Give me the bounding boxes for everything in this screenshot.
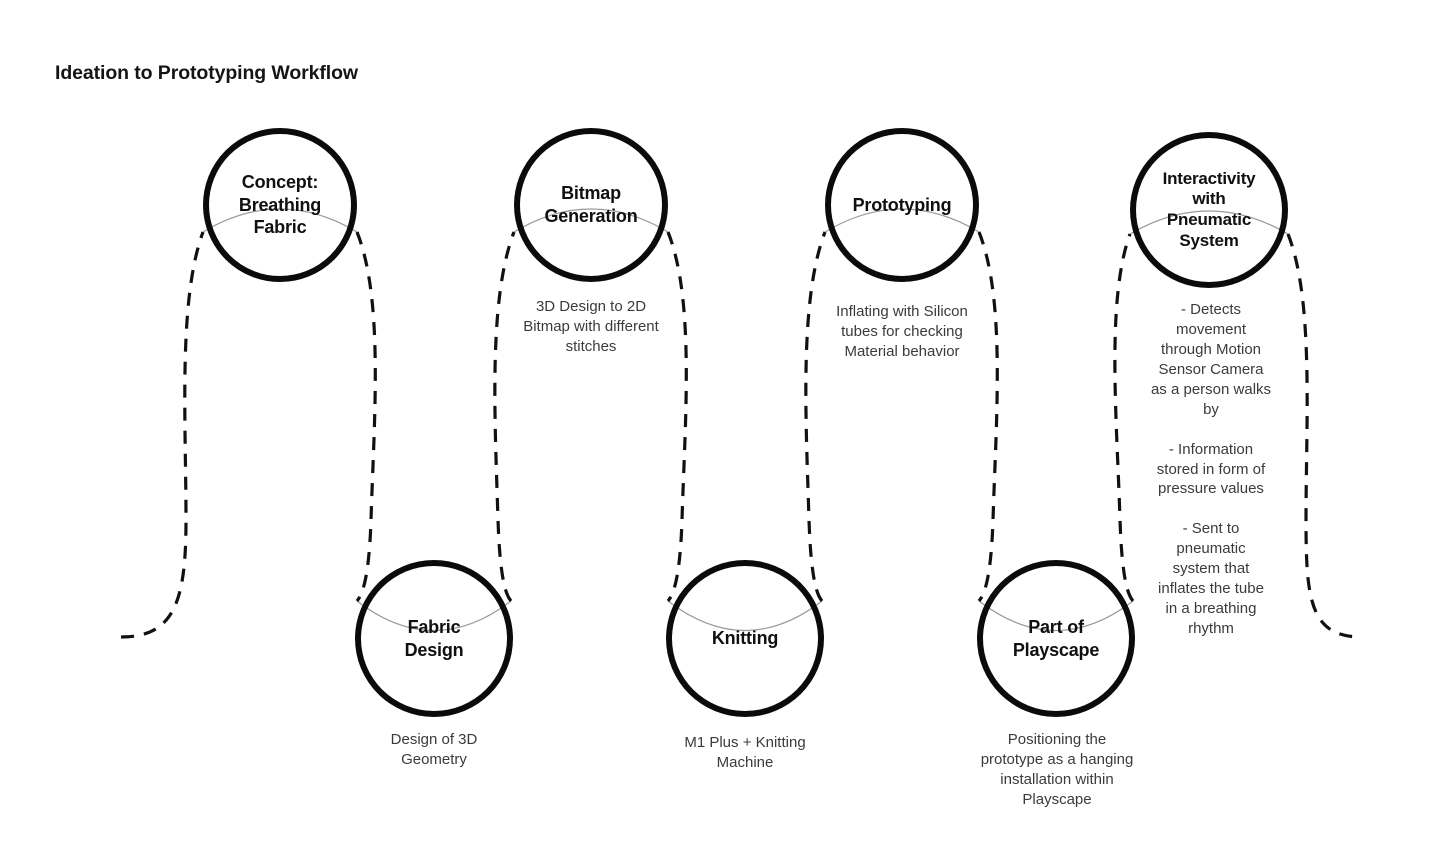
node-knitting[interactable]: Knitting bbox=[666, 560, 824, 717]
node-concept[interactable]: Concept: Breathing Fabric bbox=[203, 128, 357, 282]
node-prototyping-label: Prototyping bbox=[852, 194, 952, 215]
node-knitting-label: Knitting bbox=[711, 628, 779, 649]
node-bitmap-generation[interactable]: Bitmap Generation bbox=[514, 128, 668, 282]
caption-fabric-design: Design of 3D Geometry bbox=[390, 731, 478, 768]
caption-interactivity: - Detects movement through Motion Sensor… bbox=[1150, 301, 1272, 637]
caption-part-of-playscape: Positioning the prototype as a hanging i… bbox=[980, 731, 1134, 808]
node-prototyping[interactable]: Prototyping bbox=[825, 128, 979, 282]
page-title: Ideation to Prototyping Workflow bbox=[55, 62, 359, 84]
caption-bitmap-generation: 3D Design to 2D Bitmap with different st… bbox=[523, 298, 659, 355]
node-fabric-design-label: Fabric Design bbox=[404, 616, 464, 660]
node-interactivity-label: Interactivity with Pneumatic System bbox=[1162, 168, 1256, 250]
node-interactivity[interactable]: Interactivity with Pneumatic System bbox=[1130, 132, 1288, 288]
node-concept-label: Concept: Breathing Fabric bbox=[238, 171, 322, 238]
node-part-of-playscape-label: Part of Playscape bbox=[1012, 616, 1100, 660]
caption-knitting: M1 Plus + Knitting Machine bbox=[684, 734, 806, 771]
node-fabric-design[interactable]: Fabric Design bbox=[355, 560, 513, 717]
node-bitmap-generation-label: Bitmap Generation bbox=[544, 183, 638, 226]
caption-prototyping: Inflating with Silicon tubes for checkin… bbox=[836, 303, 968, 360]
node-part-of-playscape[interactable]: Part of Playscape bbox=[977, 560, 1135, 717]
